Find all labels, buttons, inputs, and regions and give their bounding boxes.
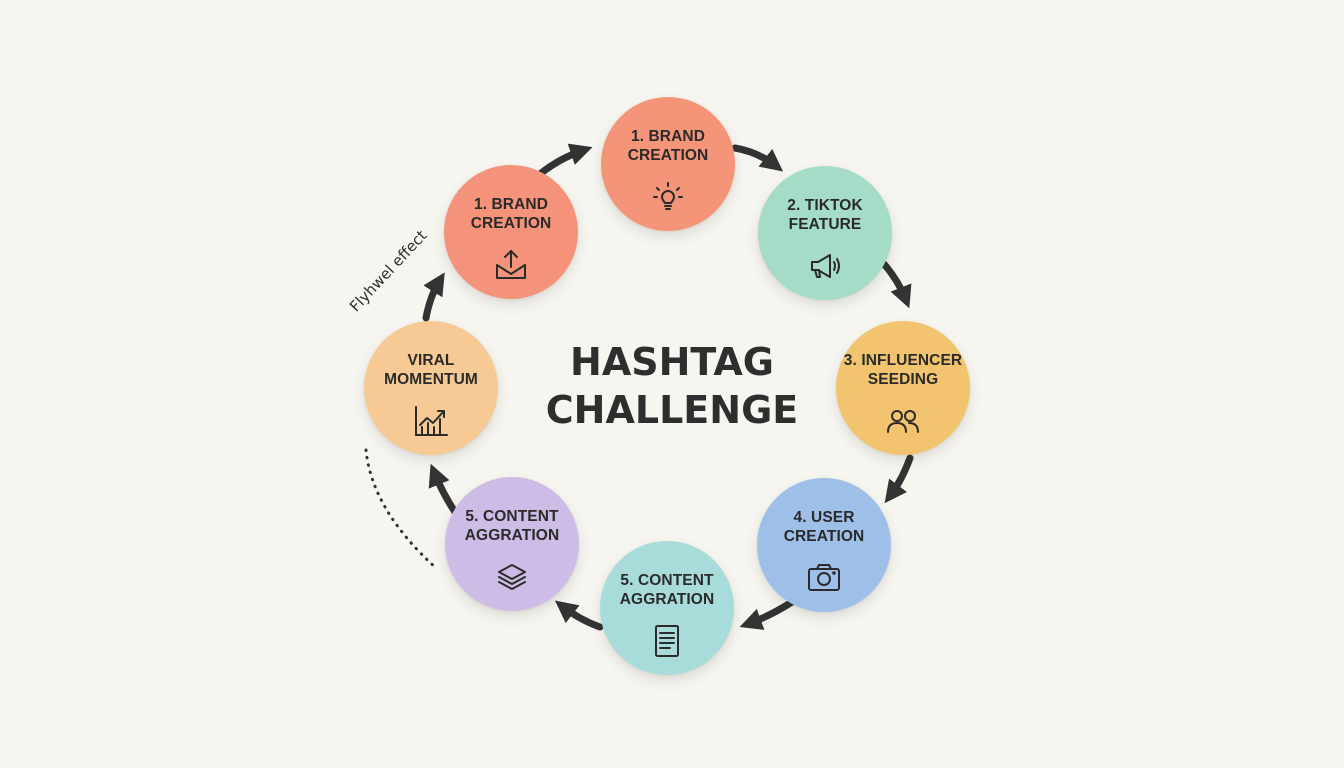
arrow-bottom-right-to-bottom xyxy=(739,598,796,630)
center-title: HASHTAG CHALLENGE xyxy=(507,338,837,434)
arrow-top-right-to-right xyxy=(880,260,912,309)
node-label: 5. CONTENT AGGRATION xyxy=(464,508,560,544)
megaphone-icon xyxy=(805,246,845,286)
document-icon xyxy=(647,621,687,661)
node-label: 3. INFLUENCER SEEDING xyxy=(843,352,963,388)
node-viral-momentum: VIRAL MOMENTUM xyxy=(364,321,498,455)
upload-icon xyxy=(491,245,531,285)
node-influencer-seeding: 3. INFLUENCER SEEDING xyxy=(836,321,970,455)
dotted-flywheel-path xyxy=(364,448,438,570)
people-icon xyxy=(883,401,923,441)
node-label: 4. USER CREATION xyxy=(783,509,865,545)
title-line-1: HASHTAG xyxy=(570,340,774,384)
arrow-right-to-bottom-right xyxy=(884,454,914,504)
node-brand-creation-top-left: 1. BRAND CREATION xyxy=(444,165,578,299)
node-label: 2. TIKTOK FEATURE xyxy=(787,197,863,233)
layers-icon xyxy=(492,557,532,597)
arrow-left-to-top-left xyxy=(422,272,445,322)
arrow-top-to-top-right xyxy=(731,144,784,172)
title-line-2: CHALLENGE xyxy=(545,388,799,432)
growth-chart-icon xyxy=(411,401,451,441)
node-tiktok-feature: 2. TIKTOK FEATURE xyxy=(758,166,892,300)
node-label: VIRAL MOMENTUM xyxy=(384,352,478,388)
node-brand-creation-top: 1. BRAND CREATION xyxy=(601,97,735,231)
node-user-creation: 4. USER CREATION xyxy=(757,478,891,612)
node-label: 1. BRAND CREATION xyxy=(470,196,552,232)
arrow-bottom-left-to-left xyxy=(428,463,459,516)
arrow-top-left-to-top xyxy=(536,143,593,178)
node-content-aggration-left: 5. CONTENT AGGRATION xyxy=(445,477,579,611)
node-label: 5. CONTENT AGGRATION xyxy=(619,572,715,608)
lightbulb-icon xyxy=(648,177,688,217)
node-content-aggration-bottom: 5. CONTENT AGGRATION xyxy=(600,541,734,675)
arrow-bottom-to-bottom-left xyxy=(554,600,604,631)
node-label: 1. BRAND CREATION xyxy=(627,128,709,164)
camera-icon xyxy=(804,558,844,598)
